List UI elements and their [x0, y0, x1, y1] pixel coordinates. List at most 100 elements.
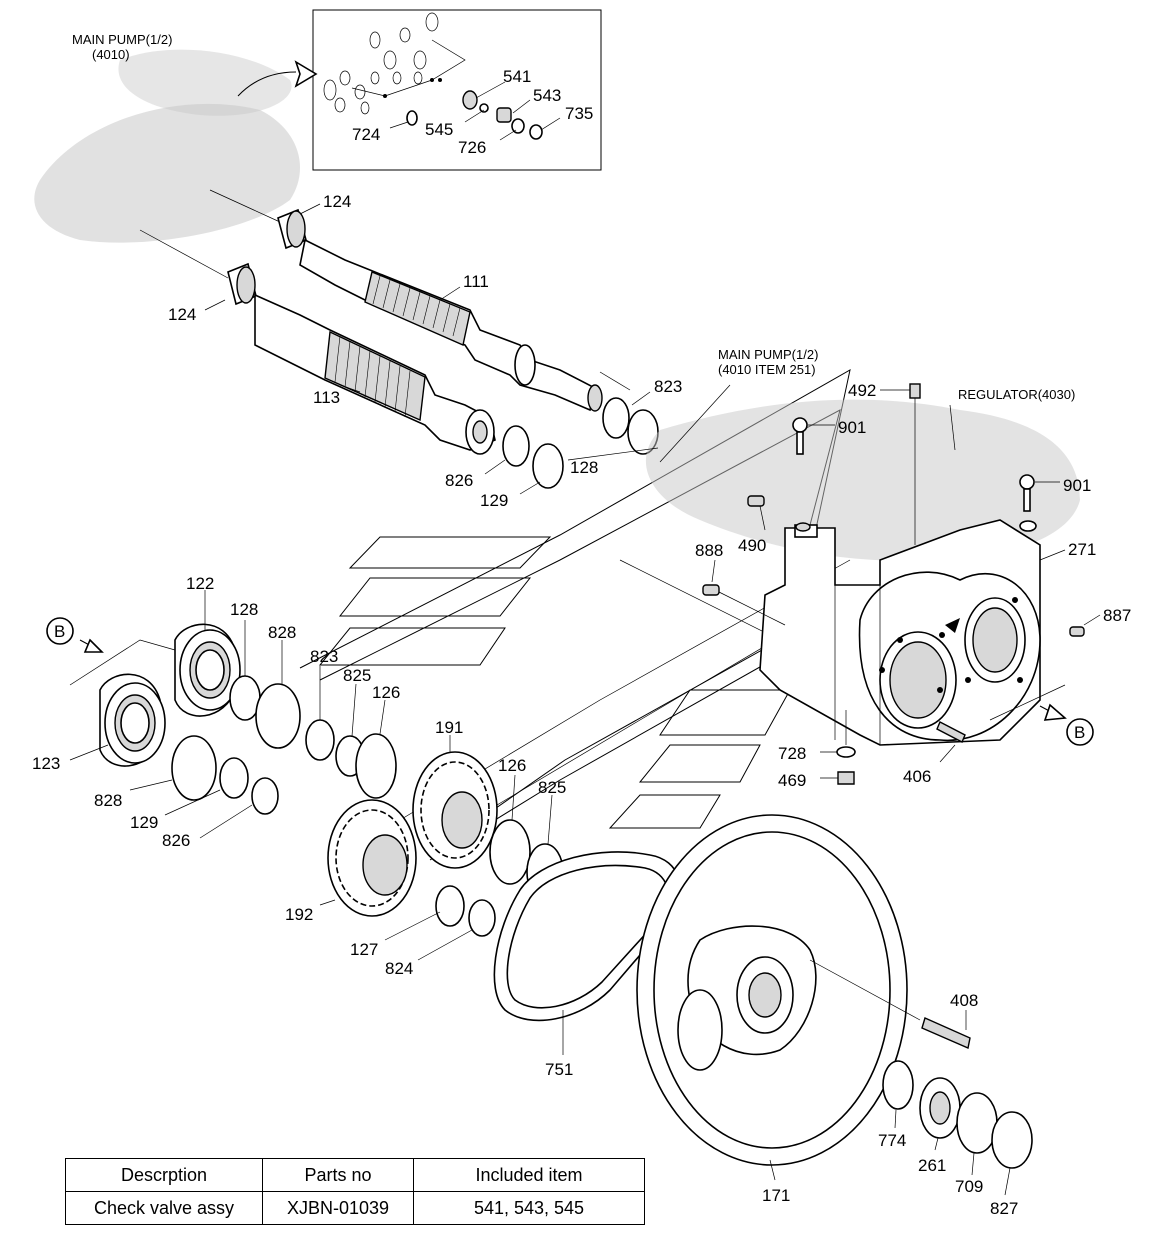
table-cell: XJBN-01039: [262, 1191, 414, 1225]
part-label: 128: [570, 458, 598, 477]
ring-827: [991, 1111, 1033, 1169]
part-label: 129: [130, 813, 158, 832]
part-label: 191: [435, 718, 463, 737]
ring-826-upper: [502, 425, 530, 467]
part-label: 735: [565, 104, 593, 123]
label-view-b-left: B: [54, 622, 65, 641]
ring-823-upper: [602, 397, 630, 439]
view-b-right-circle: [1066, 718, 1094, 746]
view-b-markers: [46, 617, 1094, 746]
plug-469: [837, 771, 855, 785]
part-label: 124: [323, 192, 351, 211]
gear-191: [412, 751, 498, 869]
ring-826-left: [251, 777, 279, 815]
part-label: 774: [878, 1131, 906, 1150]
part-label: 728: [778, 744, 806, 763]
bolt-408: [921, 1017, 971, 1049]
ring-127: [435, 885, 465, 927]
part-label: 543: [533, 86, 561, 105]
part-label: 261: [918, 1156, 946, 1175]
part-label: 823: [310, 647, 338, 666]
part-label: 113: [313, 388, 340, 407]
part-label: 490: [738, 536, 766, 555]
eyebolt-901-left: [792, 417, 808, 433]
bearing-124-upper: [277, 208, 307, 250]
part-label: 492: [848, 381, 876, 400]
part-label: 124: [168, 305, 196, 324]
part-label: 887: [1103, 606, 1131, 625]
shaft-113: [254, 293, 496, 455]
table-cell: 541, 543, 545: [413, 1191, 645, 1225]
part-label: 122: [186, 574, 214, 593]
part-label: 825: [538, 778, 566, 797]
part-label: 825: [343, 666, 371, 685]
ring-129-left: [219, 757, 249, 799]
part-label: 541: [503, 67, 531, 86]
part-label: 406: [903, 767, 931, 786]
ghost-regulator: [645, 399, 1080, 561]
part-label: 123: [32, 754, 60, 773]
table-cell: Check valve assy: [65, 1191, 263, 1225]
shaft-111: [299, 238, 603, 412]
part-label: 827: [990, 1199, 1018, 1218]
part-label: 129: [480, 491, 508, 510]
ring-824: [468, 899, 496, 937]
washer-126-lower: [489, 819, 531, 885]
gasket-751: [493, 851, 682, 1022]
part-label: 127: [350, 940, 378, 959]
ring-828-upper: [255, 683, 301, 749]
oring-709: [956, 1092, 998, 1154]
part-label: 726: [458, 138, 486, 157]
part-label: 408: [950, 991, 978, 1010]
table-header: Descrption: [65, 1158, 263, 1192]
housing-271: [759, 519, 1041, 746]
parts-table: Descrption Parts no Included item Check …: [65, 1158, 645, 1225]
label-view-b-right: B: [1074, 723, 1085, 742]
part-label: 126: [498, 756, 526, 775]
label-main-pump-mid-code: (4010 ITEM 251): [718, 362, 816, 377]
callout-text: MAIN PUMP(1/2) (4010) MAIN PUMP(1/2) (40…: [54, 32, 1085, 742]
plug-490: [747, 495, 765, 507]
ring-129-upper: [532, 443, 564, 489]
part-label: 828: [268, 623, 296, 642]
part-543-spring: [496, 107, 512, 123]
leader-lines: [69, 203, 1101, 1196]
check-valve-inset: [237, 9, 602, 171]
view-b-left-circle: [46, 617, 74, 645]
part-label: 128: [230, 600, 258, 619]
table-header: Parts no: [262, 1158, 414, 1192]
part-545-ball: [479, 103, 489, 113]
inset-valve-plate: [323, 12, 466, 115]
bearing-122: [174, 623, 241, 717]
part-label: 888: [695, 541, 723, 560]
label-regulator: REGULATOR(4030): [958, 387, 1075, 402]
bearing-123: [99, 673, 166, 767]
part-label: 271: [1068, 540, 1096, 559]
part-label: 545: [425, 120, 453, 139]
housing-fasteners: [702, 383, 1085, 785]
plug-492: [909, 383, 921, 399]
table-row: Check valve assy XJBN-01039 541, 543, 54…: [65, 1191, 645, 1225]
part-number-labels: 541 543 735 724 545 726 124 124 111 113 …: [32, 67, 1131, 1218]
part-label: 826: [445, 471, 473, 490]
part-label: 709: [955, 1177, 983, 1196]
oring-728: [836, 746, 856, 758]
part-label: 901: [1063, 476, 1091, 495]
part-label: 751: [545, 1060, 573, 1079]
part-label: 823: [654, 377, 682, 396]
ring-828-lower: [171, 735, 217, 801]
shaft-assembly: [139, 189, 659, 489]
part-label: 724: [352, 125, 380, 144]
cover-171: [636, 814, 921, 1166]
label-main-pump-mid: MAIN PUMP(1/2): [718, 347, 818, 362]
eyebolt-901-right: [1019, 474, 1035, 490]
pin-888: [702, 584, 720, 596]
bolt-406: [936, 721, 966, 743]
ghost-main-pump-top: [34, 49, 301, 243]
cover-seal-parts: [882, 1017, 1033, 1169]
part-label: 111: [463, 272, 489, 291]
label-main-pump-top: MAIN PUMP(1/2): [72, 32, 172, 47]
part-label: 192: [285, 905, 313, 924]
label-main-pump-top-code: (4010): [92, 47, 130, 62]
